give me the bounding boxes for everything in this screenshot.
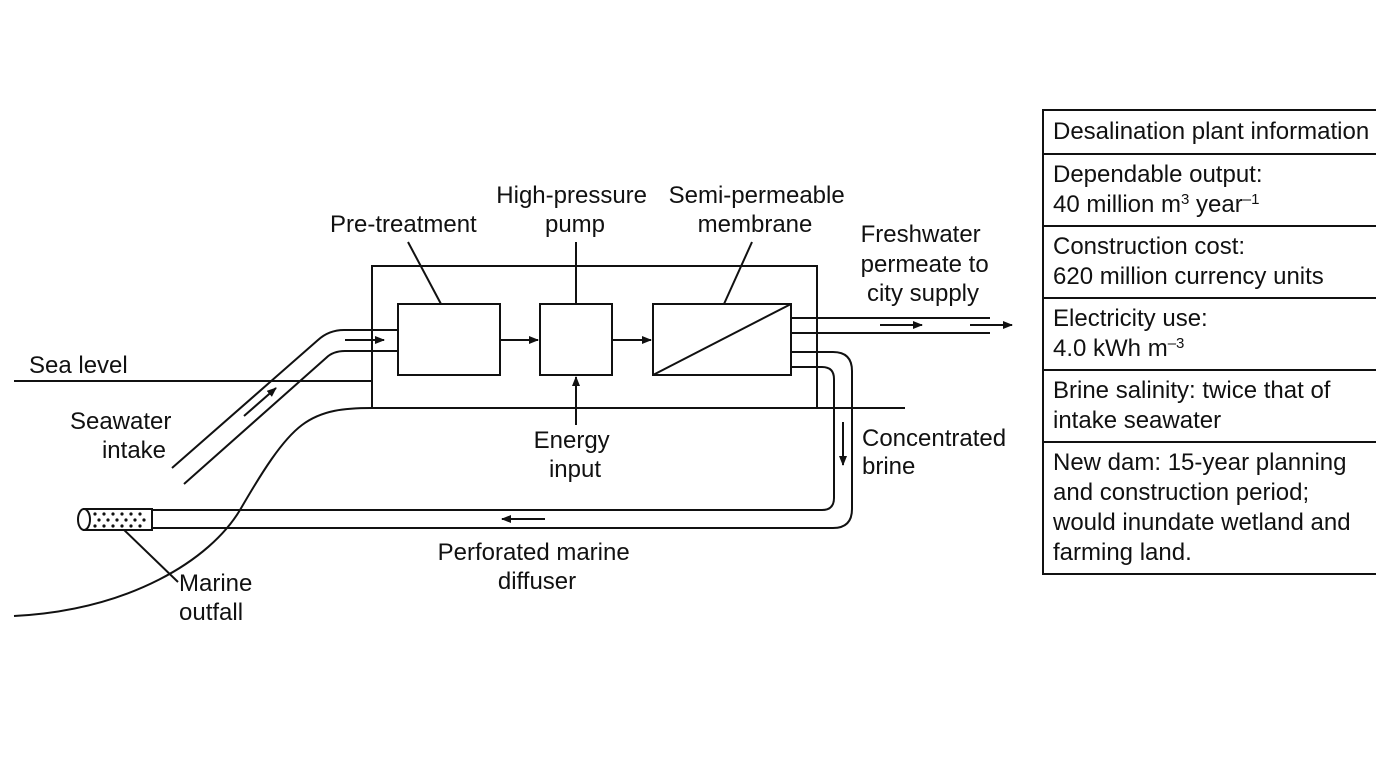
info-row-cost: Construction cost: 620 million currency … [1041, 225, 1376, 299]
dam-line-1: New dam: 15-year planning [1053, 449, 1347, 476]
membrane-diagonal [652, 303, 792, 376]
cost-value: 620 million currency units [1053, 263, 1324, 290]
info-row-output: Dependable output: 40 million m3 year–1 [1041, 153, 1376, 227]
brine-pipe-outer [152, 351, 853, 529]
sea-level-label: Sea level [29, 352, 128, 379]
electricity-value: 4.0 kWh m–3 [1053, 335, 1185, 362]
dam-line-3: would inundate wetland and [1053, 509, 1351, 536]
pre-treatment-box [397, 303, 501, 376]
info-row-dam: New dam: 15-year planning and constructi… [1041, 441, 1376, 575]
pre-treatment-leader [407, 241, 442, 305]
plant-building-outline [371, 265, 818, 408]
high-pressure-pump-label: High-pressure pump [496, 182, 653, 238]
seawater-intake-label: Seawater intake [70, 408, 178, 464]
seawater-intake-pipe-upper [171, 329, 398, 469]
coastline [13, 407, 373, 617]
energy-input-label: Energy input [534, 427, 617, 483]
membrane-box [652, 303, 792, 376]
info-row-brine: Brine salinity: twice that of intake sea… [1041, 369, 1376, 443]
marine-outfall-label: Marine outfall [179, 570, 259, 626]
seawater-intake-pipe-lower [183, 350, 398, 485]
brine-line-2: intake seawater [1053, 407, 1222, 434]
info-table-title: Desalination plant information [1041, 109, 1376, 155]
cost-label: Construction cost: [1053, 233, 1246, 260]
dam-line-4: farming land. [1053, 539, 1192, 566]
dam-line-2: and construction period; [1053, 479, 1310, 506]
brine-line-1: Brine salinity: twice that of [1053, 377, 1331, 404]
output-value: 40 million m3 year–1 [1053, 191, 1260, 218]
output-label: Dependable output: [1053, 161, 1263, 188]
diffuser-label: Perforated marine diffuser [438, 539, 637, 595]
pre-treatment-label: Pre-treatment [330, 211, 477, 238]
marine-outfall-leader [119, 525, 179, 583]
membrane-label: Semi-permeable membrane [669, 182, 852, 238]
brine-pipe-inner [152, 366, 835, 511]
electricity-label: Electricity use: [1053, 305, 1208, 332]
concentrated-brine-label: Concentrated brine [862, 425, 1013, 480]
plant-info-table: Desalination plant information Dependabl… [1041, 109, 1376, 575]
membrane-leader [723, 241, 753, 305]
intake-flow-arrow-diagonal [243, 387, 277, 417]
marine-outfall-diffuser-head [77, 508, 153, 531]
freshwater-label: Freshwater permeate to city supply [861, 221, 996, 307]
info-row-electricity: Electricity use: 4.0 kWh m–3 [1041, 297, 1376, 371]
high-pressure-pump-box [539, 303, 613, 376]
